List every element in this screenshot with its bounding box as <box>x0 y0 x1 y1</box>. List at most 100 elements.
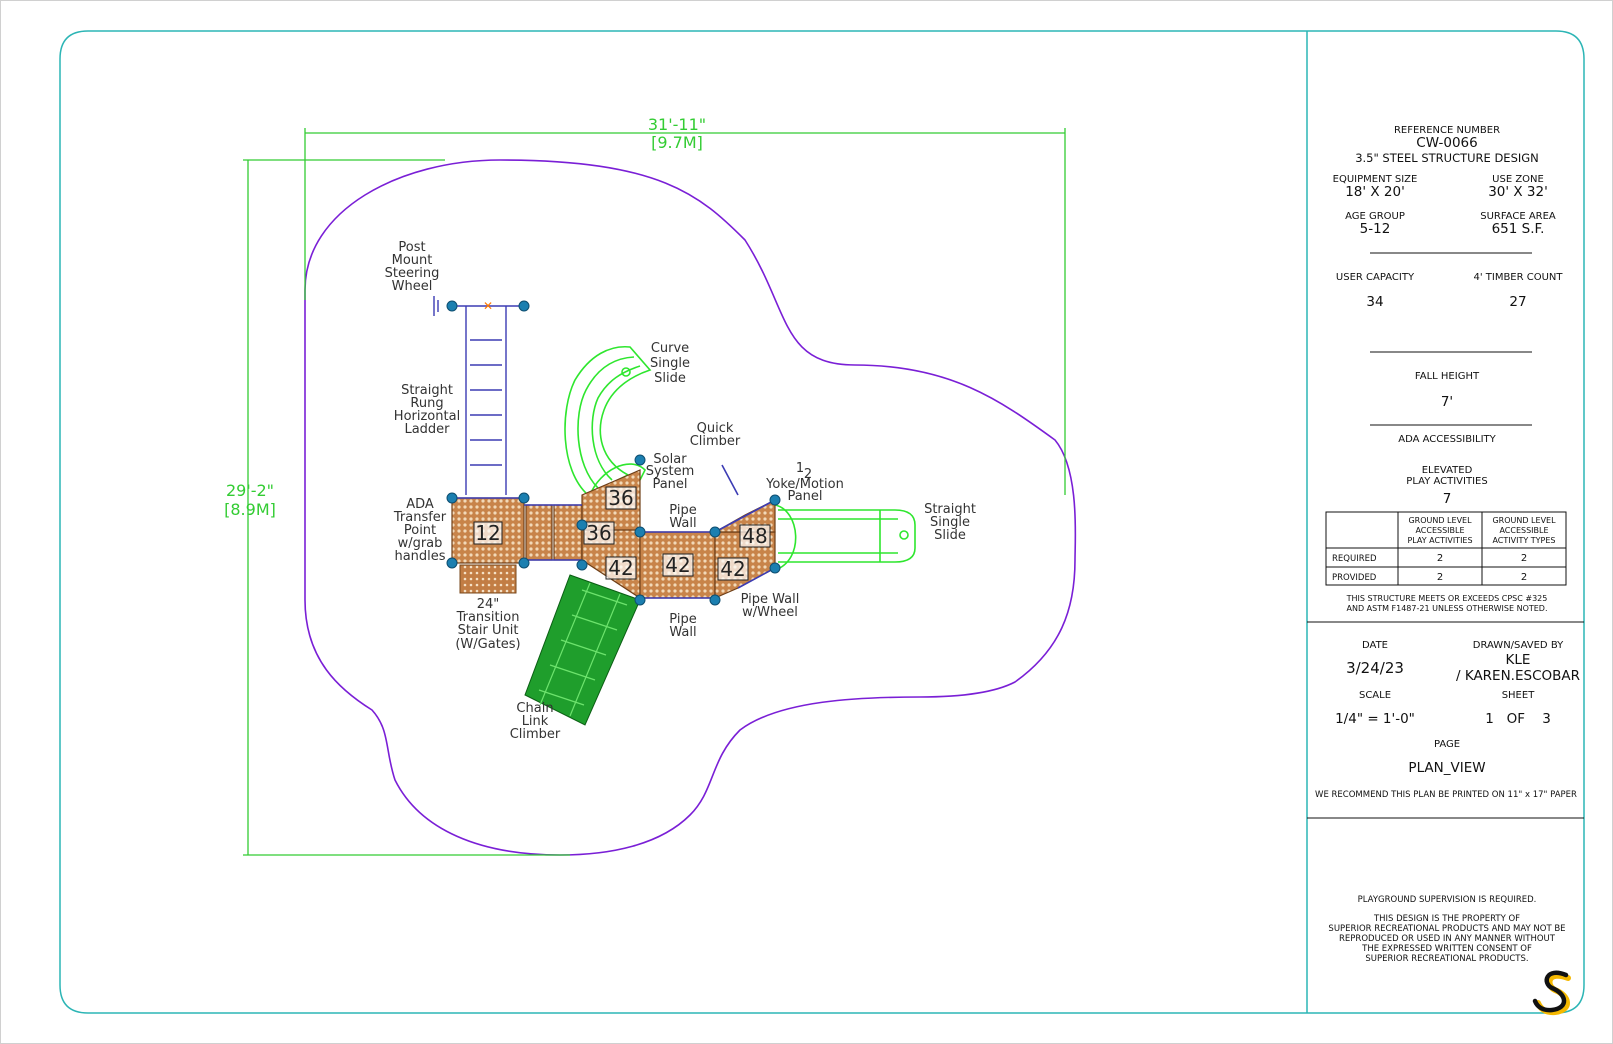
label-transition-stair: 24" Transition Stair Unit (W/Gates) <box>455 597 520 652</box>
date-label: DATE <box>1362 640 1388 651</box>
svg-text:Single: Single <box>930 515 970 530</box>
label-solar-panel: Solar System Panel <box>646 452 694 492</box>
height-dimension-ft: 29'-2" <box>226 481 274 500</box>
svg-text:Ladder: Ladder <box>404 422 450 437</box>
steering-wheel-icon: ✕ <box>483 299 493 313</box>
svg-text:Yoke/Motion: Yoke/Motion <box>765 477 844 492</box>
svg-text:Mount: Mount <box>392 253 433 268</box>
svg-text:Stair Unit: Stair Unit <box>458 623 519 638</box>
label-pipe-wall-bottom: Pipe Wall <box>669 612 696 640</box>
table-head-2-line-3: ACTIVITY TYPES <box>1492 536 1555 545</box>
width-dimension-ft: 31'-11" <box>648 115 706 134</box>
table-head-1-line-1: GROUND LEVEL <box>1408 516 1472 525</box>
table-row-required-v2: 2 <box>1521 553 1527 564</box>
width-dimension-m: [9.7M] <box>651 133 703 152</box>
drawn-by-value-2: / KAREN.ESCOBAR <box>1456 668 1580 684</box>
page-value: PLAN_VIEW <box>1408 760 1485 776</box>
design-type: 3.5" STEEL STRUCTURE DESIGN <box>1355 151 1539 165</box>
age-group-value: 5-12 <box>1360 221 1391 237</box>
svg-text:Climber: Climber <box>510 727 561 742</box>
table-row-provided-label: PROVIDED <box>1332 573 1377 583</box>
equipment-size-label: EQUIPMENT SIZE <box>1333 174 1418 185</box>
date-value: 3/24/23 <box>1346 659 1404 677</box>
property-notice-5: SUPERIOR RECREATIONAL PRODUCTS. <box>1365 954 1528 964</box>
label-yoke-panel: 1 2 Yoke/Motion Panel <box>765 461 844 504</box>
deck-height-right-top: 48 <box>742 524 767 548</box>
svg-text:w/grab: w/grab <box>398 536 443 551</box>
use-zone-label: USE ZONE <box>1492 174 1544 185</box>
age-group-label: AGE GROUP <box>1345 211 1405 222</box>
fall-height-value: 7' <box>1441 394 1453 410</box>
deck-height-transfer: 12 <box>475 521 500 545</box>
table-head-1-line-2: ACCESSIBLE <box>1415 526 1464 535</box>
label-post-mount: Post Mount Steering Wheel <box>385 240 440 294</box>
svg-text:Straight: Straight <box>924 502 976 517</box>
table-row-provided-v1: 2 <box>1437 572 1443 583</box>
elevated-label-1: ELEVATED <box>1422 465 1473 476</box>
equipment-size-value: 18' X 20' <box>1345 184 1405 200</box>
svg-text:Pipe Wall: Pipe Wall <box>741 592 800 607</box>
reference-label: REFERENCE NUMBER <box>1394 125 1500 136</box>
label-quick-climber: Quick Climber <box>690 421 741 449</box>
svg-text:Link: Link <box>522 714 549 729</box>
sheet-label: SHEET <box>1502 690 1536 701</box>
fall-height-label: FALL HEIGHT <box>1415 371 1480 382</box>
drawn-by-value-1: KLE <box>1506 652 1531 668</box>
table-head-2-line-2: ACCESSIBLE <box>1499 526 1548 535</box>
svg-text:Climber: Climber <box>690 434 741 449</box>
label-curve-slide: Curve Single Slide <box>650 341 690 386</box>
svg-text:Rung: Rung <box>410 396 443 411</box>
user-capacity-value: 34 <box>1366 294 1383 310</box>
table-row-required-label: REQUIRED <box>1332 554 1377 564</box>
compliance-line-1: THIS STRUCTURE MEETS OR EXCEEDS CPSC #32… <box>1346 594 1548 603</box>
svg-text:Steering: Steering <box>385 266 440 281</box>
label-straight-slide: Straight Single Slide <box>924 502 976 543</box>
property-notice-4: THE EXPRESSED WRITTEN CONSENT OF <box>1361 944 1532 954</box>
svg-text:(W/Gates): (W/Gates) <box>455 637 520 652</box>
elevated-label-2: PLAY ACTIVITIES <box>1406 476 1487 487</box>
table-row-provided-v2: 2 <box>1521 572 1527 583</box>
ada-label: ADA ACCESSIBILITY <box>1398 434 1496 445</box>
svg-text:Solar: Solar <box>653 452 687 467</box>
accessibility-table <box>1325 511 1567 586</box>
deck-height-top: 36 <box>608 486 633 510</box>
svg-text:ADA: ADA <box>406 497 434 512</box>
svg-text:✕: ✕ <box>483 299 493 313</box>
label-pipe-wall-wheel: Pipe Wall w/Wheel <box>741 592 800 620</box>
print-note: WE RECOMMEND THIS PLAN BE PRINTED ON 11"… <box>1315 790 1577 800</box>
svg-text:Chain: Chain <box>516 701 553 716</box>
property-notice-2: SUPERIOR RECREATIONAL PRODUCTS AND MAY N… <box>1328 924 1565 934</box>
page-label: PAGE <box>1434 739 1460 750</box>
svg-text:Panel: Panel <box>787 489 822 504</box>
svg-text:24": 24" <box>477 597 500 612</box>
svg-text:System: System <box>646 464 694 479</box>
elevated-value: 7 <box>1443 491 1452 507</box>
svg-text:1: 1 <box>796 461 804 476</box>
svg-text:Point: Point <box>404 523 436 538</box>
superior-logo-icon <box>1532 970 1571 1016</box>
timber-count-value: 27 <box>1509 294 1526 310</box>
user-capacity-label: USER CAPACITY <box>1336 272 1415 283</box>
svg-text:Quick: Quick <box>697 421 734 436</box>
property-notice-1: THIS DESIGN IS THE PROPERTY OF <box>1373 914 1520 924</box>
sheet-value: 1 OF 3 <box>1485 711 1551 727</box>
drawn-by-label: DRAWN/SAVED BY <box>1473 640 1564 651</box>
use-zone-outline <box>304 159 1077 856</box>
title-block: REFERENCE NUMBER CW-0066 3.5" STEEL STRU… <box>1307 125 1584 964</box>
chain-link-climber <box>524 574 641 726</box>
table-row-required-v1: 2 <box>1437 553 1443 564</box>
scale-value: 1/4" = 1'-0" <box>1335 711 1415 727</box>
supervision-note: PLAYGROUND SUPERVISION IS REQUIRED. <box>1358 895 1537 905</box>
svg-text:Transition: Transition <box>456 610 520 625</box>
label-ladder: Straight Rung Horizontal Ladder <box>394 383 460 437</box>
svg-text:Slide: Slide <box>934 528 966 543</box>
svg-text:Wall: Wall <box>669 516 696 531</box>
svg-text:Slide: Slide <box>654 371 686 386</box>
label-ada-transfer: ADA Transfer Point w/grab handles <box>393 497 447 564</box>
svg-text:Pipe: Pipe <box>669 612 696 627</box>
svg-text:Straight: Straight <box>401 383 453 398</box>
svg-text:w/Wheel: w/Wheel <box>742 605 798 620</box>
height-dimension-m: [8.9M] <box>224 500 276 519</box>
height-dimension <box>243 159 570 856</box>
